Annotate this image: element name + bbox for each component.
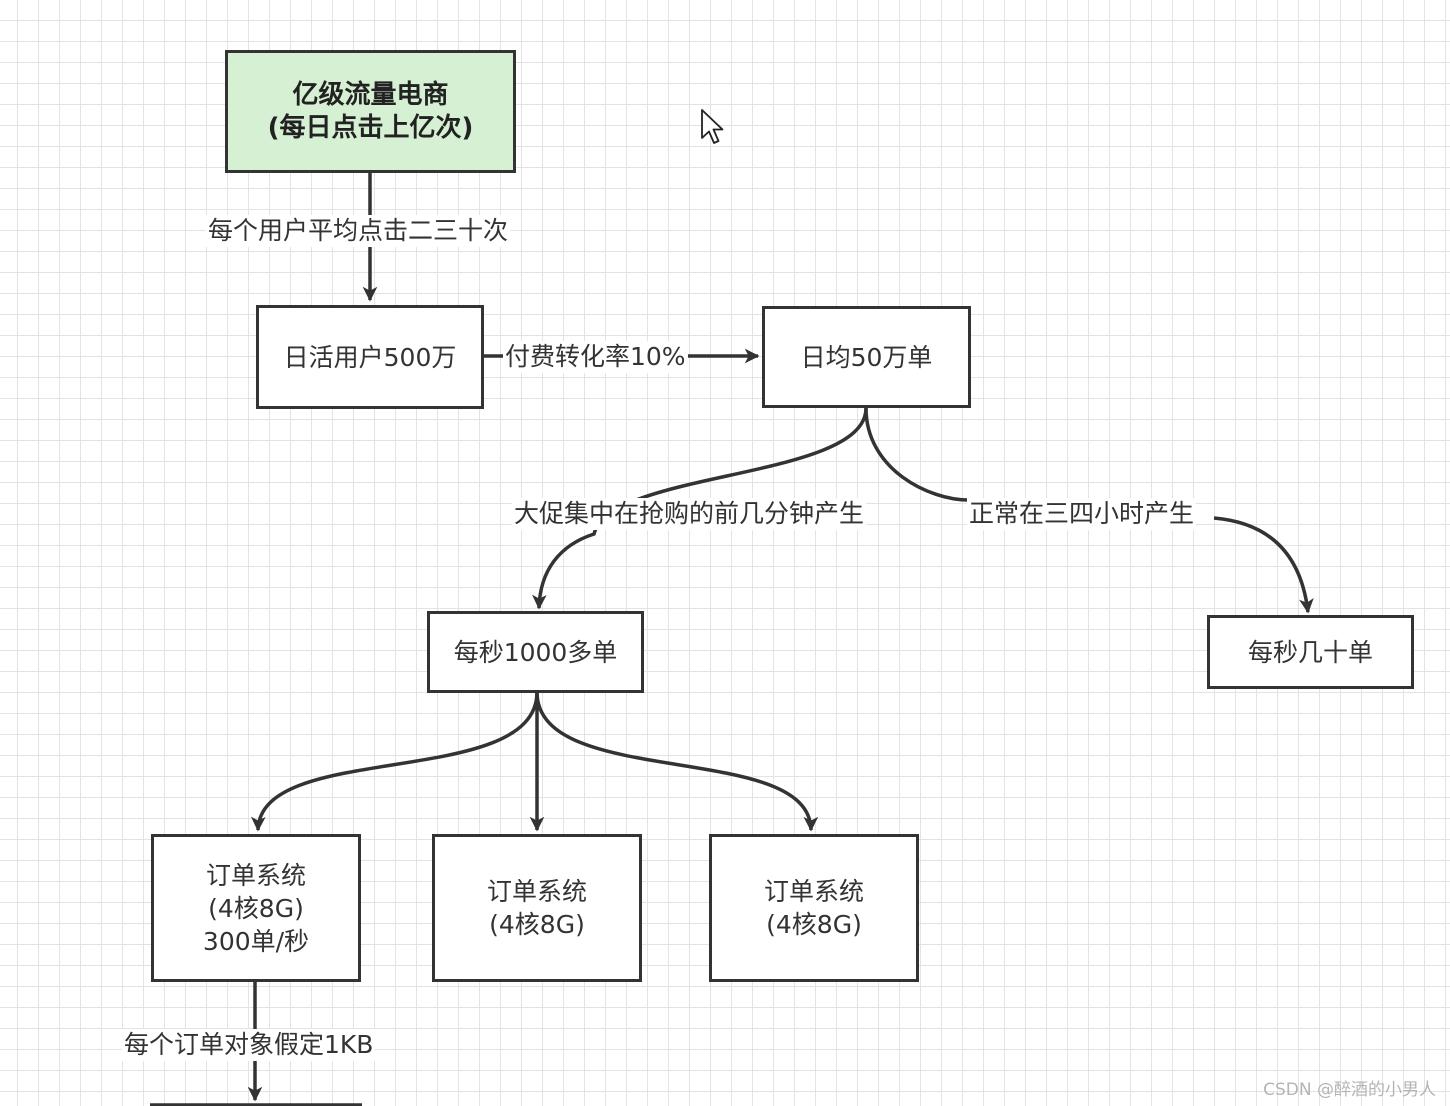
edge-label-clicks: 每个用户平均点击二三十次 <box>206 215 511 247</box>
watermark: CSDN @醉酒的小男人 <box>1263 1080 1436 1100</box>
root-node: 亿级流量电商 (每日点击上亿次) <box>225 50 516 173</box>
order-system-2-spec: (4核8G) <box>489 910 585 939</box>
edge-peak-to-order3 <box>535 691 819 832</box>
order-system-node-2: 订单系统 (4核8G) <box>432 834 642 982</box>
edge-orders-to-normal <box>864 407 1308 612</box>
edge-peak-to-order1 <box>250 691 539 832</box>
daily-orders-label: 日均50万单 <box>800 342 933 372</box>
root-title: 亿级流量电商 <box>292 79 449 110</box>
order-system-node-3: 订单系统 (4核8G) <box>709 834 919 982</box>
order-system-1-name: 订单系统 <box>205 860 306 890</box>
mouse-pointer-icon <box>701 109 724 144</box>
peak-label: 每秒1000多单 <box>453 637 618 667</box>
order-system-2-name: 订单系统 <box>486 877 587 906</box>
order-system-node-1: 订单系统 (4核8G) 300单/秒 <box>151 834 361 982</box>
dau-label: 日活用户500万 <box>283 342 457 372</box>
peak-node: 每秒1000多单 <box>427 611 644 693</box>
order-system-3-spec: (4核8G) <box>766 910 862 939</box>
normal-node: 每秒几十单 <box>1207 615 1414 689</box>
root-subtitle: (每日点击上亿次) <box>267 112 474 143</box>
dau-node: 日活用户500万 <box>256 305 484 409</box>
edge-label-normal: 正常在三四小时产生 <box>967 498 1197 530</box>
order-system-1-spec: (4核8G) <box>208 893 304 923</box>
edge-label-object-size: 每个订单对象假定1KB <box>122 1029 376 1061</box>
daily-orders-node: 日均50万单 <box>762 306 971 408</box>
edge-label-promo: 大促集中在抢购的前几分钟产生 <box>512 498 867 530</box>
edge-label-conversion: 付费转化率10% <box>503 341 688 373</box>
order-system-3-name: 订单系统 <box>763 877 864 906</box>
order-system-1-rate: 300单/秒 <box>202 926 310 956</box>
normal-label: 每秒几十单 <box>1247 637 1373 667</box>
